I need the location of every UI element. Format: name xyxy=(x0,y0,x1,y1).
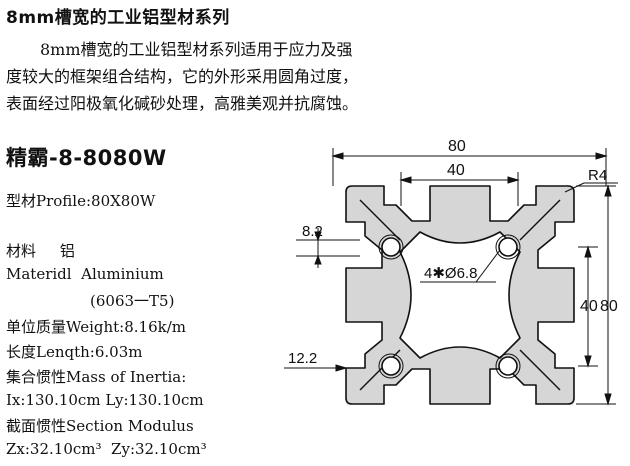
spec-inertia-values: Ix:130.10cm Ly:130.10cm xyxy=(6,391,204,409)
dimension-height-80 xyxy=(576,184,616,406)
dimension-12-2-label: 12.2 xyxy=(288,350,317,367)
spec-material-grade: (6063一T5) xyxy=(90,292,175,310)
page-title: 8mm槽宽的工业铝型材系列 xyxy=(6,8,230,28)
product-description: 8mm槽宽的工业铝型材系列适用于应力及强度较大的框架组合结构，它的外形采用圆角过… xyxy=(6,40,359,113)
dimension-height-80-label: 80 xyxy=(600,298,618,315)
dimension-12-2 xyxy=(284,364,348,372)
dimension-height-40 xyxy=(578,245,598,368)
dimension-width-40-label: 40 xyxy=(447,162,465,179)
mounting-holes xyxy=(381,237,518,376)
spec-material-cn: 材料 铝 xyxy=(6,242,75,260)
dimension-width-80 xyxy=(331,148,608,186)
spec-inertia-label: 集合惯性Mass of Inertia: xyxy=(6,368,187,386)
spec-length: 长度Lenqth:6.03m xyxy=(6,343,143,361)
spec-section-label: 截面惯性Section Modulus xyxy=(6,417,194,435)
dimension-width-80-label: 80 xyxy=(448,138,466,155)
hole-leader xyxy=(420,249,501,283)
dimension-height-40-label: 40 xyxy=(580,298,598,315)
spec-weight: 单位质量Weight:8.16k/m xyxy=(6,318,186,336)
spec-material-en: Materidl Aluminium xyxy=(6,265,164,283)
dimension-slot-8-2 xyxy=(296,228,360,268)
model-number: 精霸-8-8080W xyxy=(6,146,167,170)
dimension-width-40 xyxy=(399,172,520,206)
dimension-slot-8-2-label: 8.2 xyxy=(302,223,323,240)
spec-section-values: Zx:32.10cm³ Zy:32.10cm³ xyxy=(6,440,207,458)
radius-leader xyxy=(564,182,618,193)
hole-diameter-label: 4✱Ø6.8 xyxy=(424,265,477,282)
spec-profile: 型材Profile:80X80W xyxy=(6,192,156,210)
radius-label: R4 xyxy=(588,167,607,184)
